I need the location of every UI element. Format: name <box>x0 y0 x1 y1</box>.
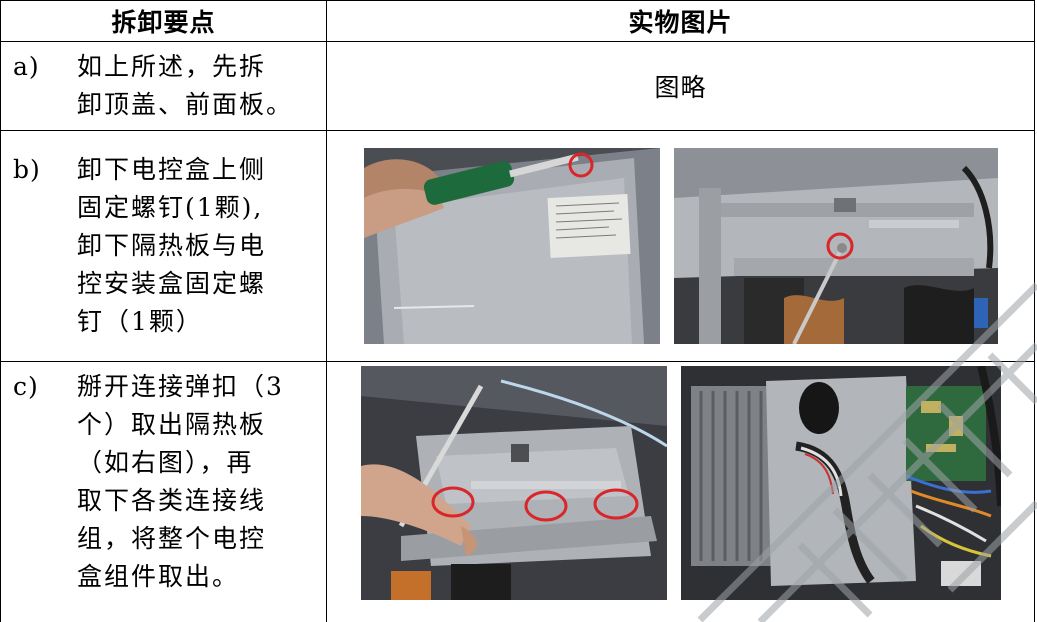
table-row: a) 如上所述，先拆 卸顶盖、前面板。 图略 <box>0 41 1035 131</box>
header-disassembly-points: 拆卸要点 <box>0 0 327 42</box>
header-photos: 实物图片 <box>326 0 1035 42</box>
screw-on-bracket-photo <box>673 148 998 344</box>
step-mark: c) <box>13 372 39 401</box>
step-text: 如上所述，先拆 卸顶盖、前面板。 <box>77 52 294 119</box>
step-a: a) 如上所述，先拆 卸顶盖、前面板。 <box>1 48 326 124</box>
table-row: b) 卸下电控盒上侧 固定螺钉(1颗), 卸下隔热板与电 控安装盒固定螺 钉（1… <box>0 130 1035 362</box>
step-mark: a) <box>13 52 40 81</box>
table-row: c) 掰开连接弹扣（3 个）取出隔热板 （如右图），再 取下各类连接线 组，将整… <box>0 361 1035 622</box>
step-b: b) 卸下电控盒上侧 固定螺钉(1颗), 卸下隔热板与电 控安装盒固定螺 钉（1… <box>1 151 326 341</box>
screwdriver-on-cover-photo <box>363 148 660 344</box>
step-mark: b) <box>13 155 41 184</box>
image-omitted-note: 图略 <box>654 73 707 102</box>
step-c: c) 掰开连接弹扣（3 个）取出隔热板 （如右图），再 取下各类连接线 组，将整… <box>1 368 326 596</box>
table-header-row: 拆卸要点 实物图片 <box>0 0 1035 42</box>
step-text: 卸下电控盒上侧 固定螺钉(1颗), 卸下隔热板与电 控安装盒固定螺 钉（1颗） <box>77 155 267 336</box>
step-text: 掰开连接弹扣（3 个）取出隔热板 （如右图），再 取下各类连接线 组，将整个电控… <box>77 372 284 591</box>
step-c-photos <box>327 366 1034 600</box>
snap-clips-photo <box>360 366 667 600</box>
step-b-photos <box>327 148 1034 344</box>
control-box-assembly-photo <box>680 366 1001 600</box>
